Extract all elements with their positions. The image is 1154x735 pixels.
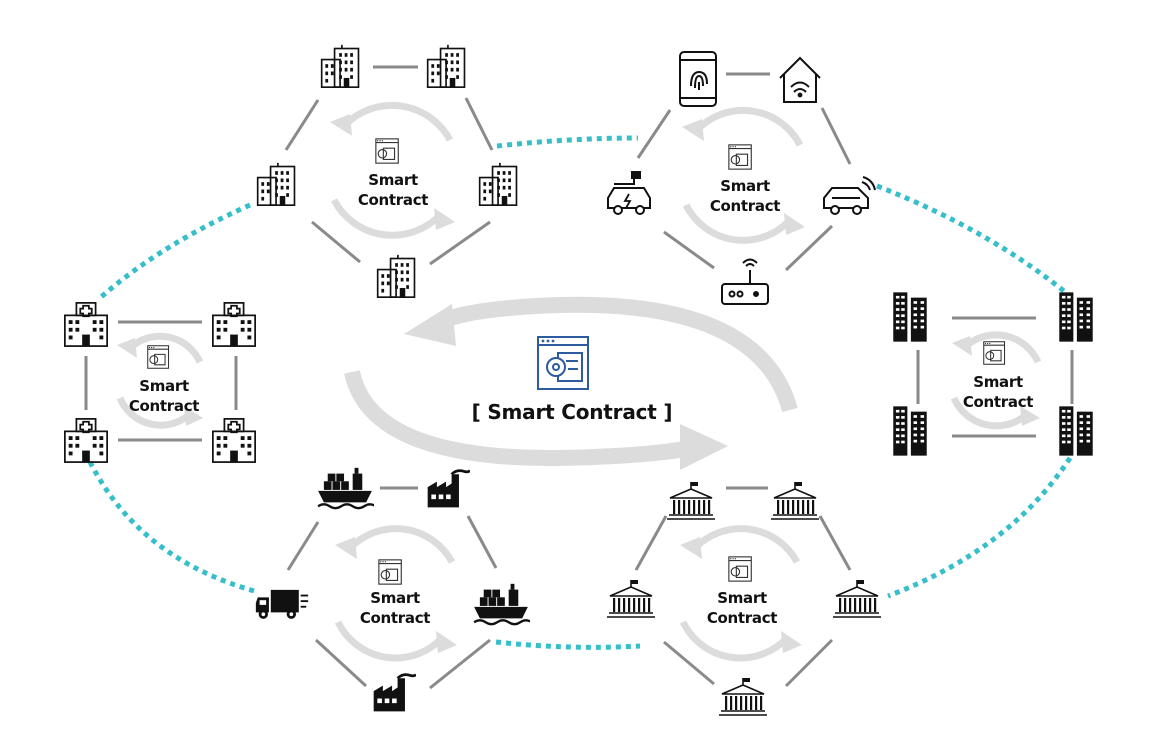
cluster-cycle-arrowheads: [117, 114, 1040, 653]
hospital-icon: [64, 302, 108, 347]
office-building-icon: [256, 161, 296, 207]
cluster-link-lines: [84, 65, 1074, 690]
contract-icon-buildings: [375, 138, 399, 164]
server-tower-icon: [893, 292, 927, 342]
delivery-truck-icon: [254, 588, 310, 620]
contract-icon-logistics: [378, 559, 402, 585]
label-line-1: Smart: [717, 589, 767, 607]
smart-home-icon: [779, 56, 821, 103]
government-building-icon: [718, 677, 768, 716]
contract-icon-hospitals: [147, 345, 170, 369]
contract-icon-government: [728, 556, 752, 582]
label-line-1: Smart: [370, 589, 420, 607]
factory-icon: [426, 469, 470, 509]
server-tower-icon: [1059, 406, 1093, 456]
label-line-2: Contract: [962, 393, 1034, 411]
cluster-label-hospitals: Smart Contract: [104, 376, 224, 416]
label-line-1: Smart: [720, 177, 770, 195]
office-building-icon: [478, 161, 518, 207]
cluster-label-data-centers: Smart Contract: [938, 372, 1058, 412]
central-cycle-arrows: [344, 296, 798, 470]
network-dotted-links: [87, 135, 1073, 650]
office-building-icon: [320, 43, 360, 89]
server-tower-icon: [1059, 292, 1093, 342]
government-building-icon: [770, 481, 820, 520]
cluster-iot: [607, 51, 876, 305]
label-line-1: Smart: [139, 377, 189, 395]
smart-contract-icon: [537, 336, 589, 390]
contract-icon-data-centers: [983, 341, 1006, 365]
smartphone-fingerprint-icon: [679, 51, 717, 107]
cluster-label-buildings: Smart Contract: [333, 170, 453, 210]
government-building-icon: [832, 579, 882, 618]
connected-car-icon: [823, 176, 876, 215]
hospital-icon: [212, 302, 256, 347]
center-label: [ Smart Contract ]: [471, 400, 673, 424]
cluster-label-iot: Smart Contract: [685, 176, 805, 216]
government-building-icon: [666, 481, 716, 520]
hospital-icon: [64, 418, 108, 463]
office-building-icon: [426, 43, 466, 89]
label-line-2: Contract: [709, 197, 781, 215]
office-building-icon: [376, 253, 416, 299]
label-line-2: Contract: [359, 609, 431, 627]
cluster-label-government: Smart Contract: [682, 588, 802, 628]
wifi-router-icon: [721, 258, 769, 305]
contract-icon-iot: [728, 144, 752, 170]
label-line-1: Smart: [368, 171, 418, 189]
factory-icon: [372, 673, 416, 713]
label-line-2: Contract: [128, 397, 200, 415]
server-tower-icon: [893, 406, 927, 456]
government-building-icon: [606, 579, 656, 618]
label-line-2: Contract: [357, 191, 429, 209]
cargo-ship-icon: [316, 466, 374, 510]
cargo-ship-icon: [472, 582, 530, 626]
electric-car-icon: [607, 171, 651, 215]
hospital-icon: [212, 418, 256, 463]
cluster-label-logistics: Smart Contract: [335, 588, 455, 628]
label-line-1: Smart: [973, 373, 1023, 391]
label-line-2: Contract: [706, 609, 778, 627]
cluster-cycle-arrows: [116, 101, 1042, 662]
